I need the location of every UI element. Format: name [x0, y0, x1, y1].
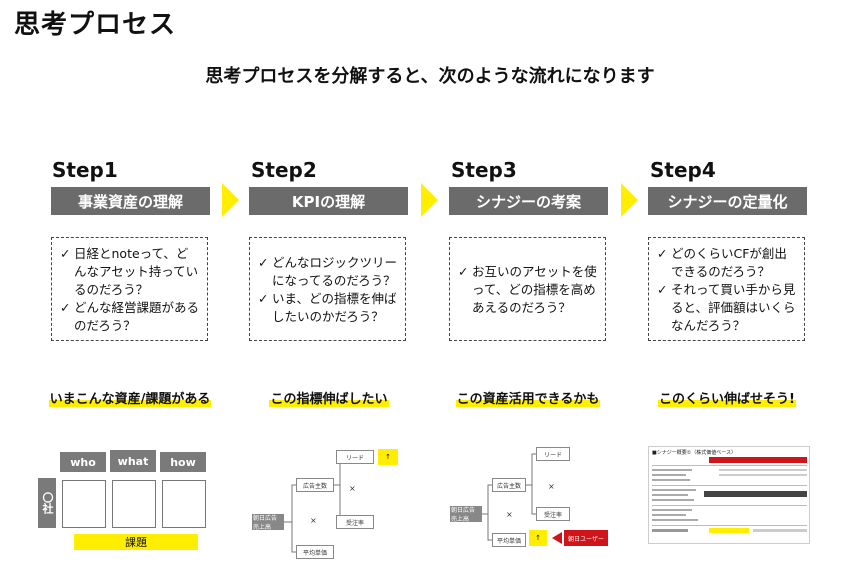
step2-questions: ✓どんなロジックツリーになってるのだろう？ ✓いま、どの指標を伸ばしたいのかだろ…	[249, 237, 406, 341]
step4-bar: シナジーの定量化	[648, 187, 807, 215]
up-arrow-icon: ↑	[378, 449, 398, 465]
step1-highlight: いまこんな資産/課題がある	[48, 392, 212, 407]
sheet-row	[652, 469, 692, 471]
step2-bar: KPIの理解	[249, 187, 408, 215]
sheet-row	[652, 479, 690, 481]
flow-arrow-3	[621, 183, 638, 217]
grid-header-what: what	[110, 450, 156, 472]
grid-header-who: who	[60, 452, 106, 472]
sheet-red-band	[709, 457, 807, 463]
red-arrow-icon	[552, 532, 562, 544]
multiply-sign: ×	[349, 484, 356, 493]
step1-questions: ✓日経とnoteって、どんなアセット持っているのだろう？ ✓どんな経営課題がある…	[51, 237, 208, 341]
synergy-root-node: 朝日広告 売上高	[450, 506, 482, 523]
step1-label: Step1	[52, 158, 118, 182]
sheet-rule	[652, 485, 807, 486]
check-icon: ✓	[657, 245, 668, 261]
kpi-node-unit-price: 平均単価	[296, 545, 334, 559]
step4-bullet-2: ✓それって買い手から見ると、評価額はいくらなんだろう？	[657, 281, 796, 333]
step2-label: Step2	[251, 158, 317, 182]
sheet-row	[652, 509, 692, 511]
grid-cell-what	[112, 480, 156, 528]
flow-arrow-1	[222, 183, 239, 217]
grid-cell-who	[62, 480, 106, 528]
step1-bullet-2: ✓どんな経営課題があるのだろう？	[60, 299, 200, 333]
grid-header-how: how	[160, 452, 206, 472]
step3-bullet-1: ✓お互いのアセットを使って、どの指標を高めあえるのだろう？	[458, 263, 597, 315]
sheet-row	[652, 529, 688, 532]
step2-bullet-2: ✓いま、どの指標を伸ばしたいのかだろう？	[258, 290, 397, 324]
kpi-node-conversion: 受注率	[336, 515, 374, 529]
sheet-result-highlight	[709, 528, 749, 533]
step2-bullet-1: ✓どんなロジックツリーになってるのだろう？	[258, 254, 398, 288]
step1-bar: 事業資産の理解	[51, 187, 210, 215]
sheet-header: ■シナジー概要①（株式価値ベース）	[652, 450, 736, 456]
check-icon: ✓	[60, 245, 71, 261]
sheet-rule	[652, 465, 807, 466]
flow-arrow-2	[421, 183, 438, 217]
company-side-label: 〇社	[38, 478, 56, 528]
step3-highlight: この資産活用できるかも	[455, 392, 601, 407]
step4-label: Step4	[650, 158, 716, 182]
grid-cell-how	[162, 480, 206, 528]
check-icon: ✓	[60, 299, 71, 315]
sheet-row	[652, 489, 696, 491]
kpi-root-node: 朝日広告 売上高	[252, 514, 284, 531]
synergy-node-leads: リード	[536, 447, 570, 461]
step4-questions: ✓どのくらいCFが創出できるのだろう？ ✓それって買い手から見ると、評価額はいく…	[648, 237, 805, 341]
kpi-node-advertisers: 広告主数	[296, 478, 334, 492]
synergy-node-advertisers: 広告主数	[492, 478, 526, 492]
user-tag: 朝日ユーザー	[564, 530, 608, 546]
check-icon: ✓	[458, 263, 469, 279]
sheet-row	[652, 499, 694, 501]
kpi-tree-figure: 朝日広告 売上高 広告主数 平均単価 リード 受注率 × × ↑	[248, 444, 408, 564]
sheet-rule	[652, 525, 807, 526]
page-subtitle: 思考プロセスを分解すると、次のような流れになります	[205, 66, 655, 87]
multiply-sign: ×	[548, 482, 555, 491]
page-title: 思考プロセス	[14, 10, 177, 40]
sheet-rule	[652, 505, 807, 506]
up-arrow-icon: ↑	[529, 530, 547, 546]
step3-label: Step3	[451, 158, 517, 182]
check-icon: ✓	[258, 254, 269, 270]
spreadsheet-thumbnail: ■シナジー概要①（株式価値ベース）	[648, 446, 810, 544]
step3-bar: シナジーの考案	[449, 187, 608, 215]
synergy-tree-figure: 朝日広告 売上高 広告主数 平均単価 リード 受注率 × × ↑ 朝日ユーザー	[448, 444, 618, 564]
sheet-row	[719, 469, 807, 471]
check-icon: ✓	[258, 290, 269, 306]
multiply-sign: ×	[310, 516, 317, 525]
sheet-row	[719, 474, 807, 476]
kpi-node-leads: リード	[336, 450, 374, 464]
step4-bullet-1: ✓どのくらいCFが創出できるのだろう？	[657, 245, 787, 279]
sheet-row	[652, 519, 698, 521]
sheet-row	[753, 529, 807, 532]
sheet-row	[652, 494, 688, 496]
sheet-row	[652, 474, 686, 476]
sheet-row	[652, 514, 686, 516]
check-icon: ✓	[657, 281, 668, 297]
step3-questions: ✓お互いのアセットを使って、どの指標を高めあえるのだろう？	[449, 237, 606, 341]
asset-grid-figure: who what how 〇社 課題	[36, 448, 216, 556]
step1-bullet-1: ✓日経とnoteって、どんなアセット持っているのだろう？	[60, 245, 199, 297]
synergy-tree-lines	[482, 453, 536, 541]
sheet-dark-band	[704, 491, 807, 497]
issue-bar: 課題	[74, 534, 198, 550]
synergy-node-conversion: 受注率	[536, 507, 570, 521]
step4-highlight: このくらい伸ばせそう!	[658, 392, 796, 407]
synergy-node-unit-price: 平均単価	[492, 533, 526, 547]
multiply-sign: ×	[506, 510, 513, 519]
step2-highlight: この指標伸ばしたい	[269, 392, 389, 407]
